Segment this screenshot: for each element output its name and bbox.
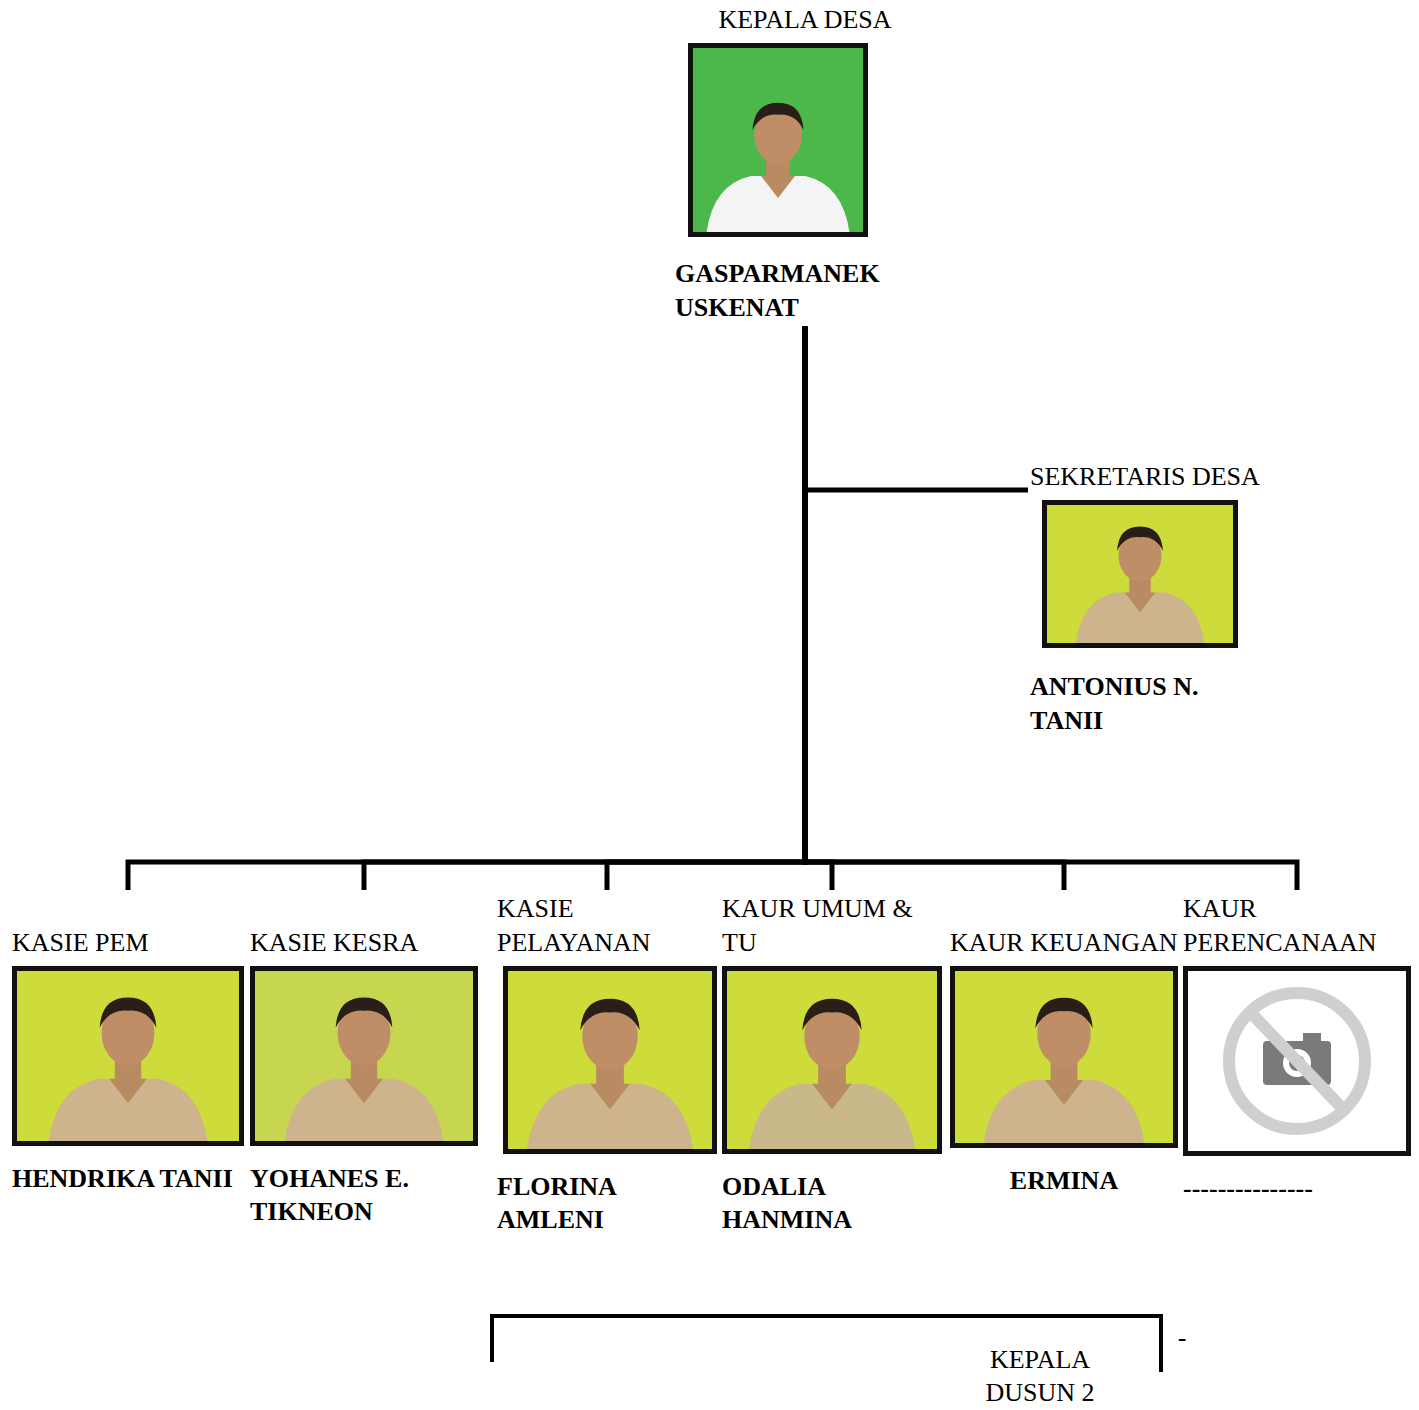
- org-connector: [805, 326, 1064, 890]
- person-name: HENDRIKA TANII: [12, 1162, 244, 1196]
- position-box: KEPALA DESA GASPARMANEK USKENAT: [675, 3, 935, 324]
- photo-frame: [1042, 500, 1238, 648]
- position-title: KAUR KEUANGAN: [950, 892, 1178, 960]
- photo-frame: [12, 966, 244, 1146]
- unit-label: KEPALA DUSUN 2: [960, 1344, 1120, 1409]
- note-mark: -: [1170, 1322, 1194, 1355]
- position-box: SEKRETARIS DESA ANTONIUS N. TANII: [1030, 460, 1264, 737]
- org-connector: [805, 326, 1297, 890]
- position-box: KAUR UMUM & TU ODALIA HANMINA: [722, 892, 942, 1237]
- org-connector: [128, 326, 805, 890]
- person-name: ERMINA: [950, 1164, 1178, 1198]
- position-box: KASIE PELAYANAN FLORINA AMLENI: [497, 892, 717, 1237]
- photo-frame: [688, 43, 868, 237]
- position-title: SEKRETARIS DESA: [1030, 460, 1264, 494]
- photo-frame: [722, 966, 942, 1154]
- portrait-photo: [693, 48, 863, 232]
- edge-group: [128, 326, 1297, 890]
- portrait-photo: [17, 971, 239, 1141]
- photo-frame: [950, 966, 1178, 1148]
- portrait-photo: [1188, 971, 1406, 1151]
- position-title: KASIE PEM: [12, 892, 244, 960]
- person-name: YOHANES E. TIKNEON: [250, 1162, 478, 1230]
- photo-frame: [503, 966, 717, 1154]
- person-name: FLORINA AMLENI: [497, 1170, 717, 1238]
- portrait-photo: [508, 971, 712, 1149]
- person-name: ---------------: [1183, 1172, 1411, 1206]
- position-title: KASIE KESRA: [250, 892, 478, 960]
- photo-frame: [250, 966, 478, 1146]
- position-box: KAUR PERENCANAAN ---------------: [1183, 892, 1411, 1205]
- person-name: ODALIA HANMINA: [722, 1170, 942, 1238]
- person-name: ANTONIUS N. TANII: [1030, 670, 1264, 738]
- position-title: KAUR UMUM & TU: [722, 892, 942, 960]
- position-box: KASIE KESRA YOHANES E. TIKNEON: [250, 892, 478, 1229]
- org-connector: [805, 326, 1028, 490]
- org-connector: [805, 326, 832, 890]
- portrait-photo: [727, 971, 937, 1149]
- position-title: KASIE PELAYANAN: [497, 892, 717, 960]
- photo-frame: [1183, 966, 1411, 1156]
- org-connector: [364, 326, 805, 890]
- position-box: KASIE PEM HENDRIKA TANII: [12, 892, 244, 1195]
- portrait-photo: [955, 971, 1173, 1143]
- portrait-photo: [255, 971, 473, 1141]
- portrait-photo: [1047, 505, 1233, 643]
- person-name: GASPARMANEK USKENAT: [675, 257, 935, 325]
- position-title: KEPALA DESA: [675, 3, 935, 37]
- org-connector: [607, 326, 805, 890]
- position-box: KAUR KEUANGAN ERMINA: [950, 892, 1178, 1197]
- position-title: KAUR PERENCANAAN: [1183, 892, 1411, 960]
